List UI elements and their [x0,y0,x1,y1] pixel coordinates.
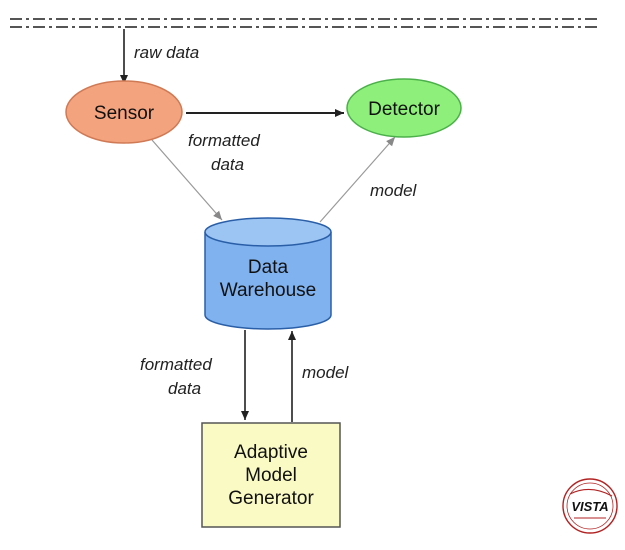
header-dash-band [10,18,598,28]
sensor-to-warehouse-arrow [151,139,223,221]
sensor-label: Sensor [94,103,155,124]
generator-label-line3: Generator [228,488,314,509]
warehouse-to-generator-label-line1: formatted [140,355,212,374]
raw-data-label: raw data [134,43,199,62]
vista-logo-text: VISTA [571,499,608,514]
detector-node [346,78,462,138]
warehouse-label-line1: Data [248,257,289,278]
detector-label: Detector [368,99,440,120]
warehouse-label-line2: Warehouse [220,280,316,301]
sensor-to-warehouse-label-line1: formatted [188,131,260,150]
generator-label-line1: Adaptive [234,442,308,463]
vista-logo: VISTA [562,478,618,534]
generator-to-warehouse-label: model [302,363,350,382]
adaptive-model-generator-node [201,422,341,528]
sensor-node [65,80,183,144]
data-warehouse-node [204,217,332,330]
warehouse-to-detector-label: model [370,181,418,200]
generator-label-line2: Model [245,465,297,486]
sensor-to-warehouse-label-line2: data [211,155,244,174]
warehouse-to-generator-label-line2: data [168,379,201,398]
warehouse-to-detector-arrow [319,136,396,223]
